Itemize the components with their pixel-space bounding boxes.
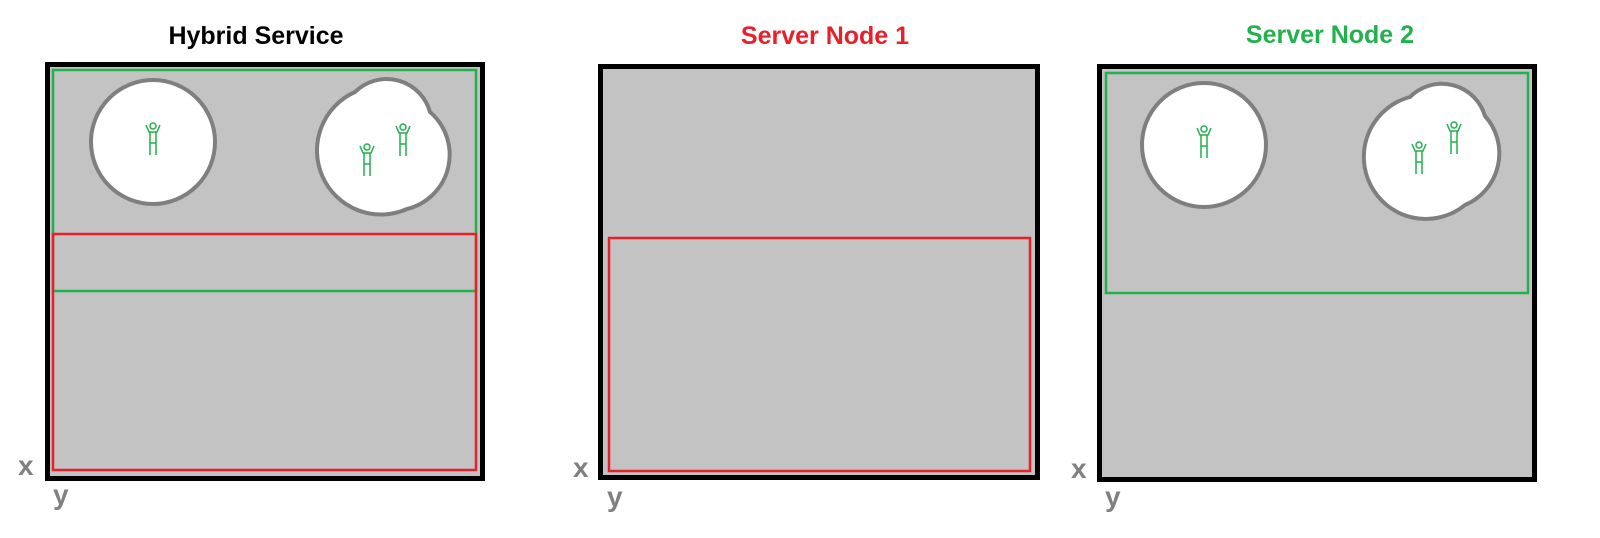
person-icon: [1411, 141, 1427, 174]
axis-label-y: y: [1105, 481, 1121, 512]
player-area-right: [1361, 81, 1502, 221]
panel-server-node-1: [598, 64, 1040, 480]
panel-title-server-node-1: Server Node 1: [740, 22, 910, 50]
panel-server-node-2: [1097, 64, 1537, 482]
player-area-left: [89, 78, 217, 206]
axis-label-x: x: [18, 450, 34, 481]
server-node-2-region: [1104, 71, 1530, 295]
player-area-left: [1140, 81, 1268, 209]
axis-label-y: y: [607, 481, 623, 512]
person-icon: [1196, 125, 1212, 158]
panel-title-server-node-2: Server Node 2: [1245, 21, 1415, 49]
server-node-1-region: [607, 236, 1032, 473]
panel-hybrid-service: [45, 62, 485, 481]
axis-label-y: y: [53, 479, 69, 510]
server-node-1-region: [51, 232, 478, 472]
person-icon: [359, 143, 375, 176]
axis-label-x: x: [1071, 453, 1087, 484]
server-node-2-region: [51, 68, 478, 293]
person-icon: [1446, 121, 1462, 154]
axis-label-x: x: [573, 452, 589, 483]
world-area: [598, 64, 1040, 480]
panel-title-hybrid-service: Hybrid Service: [168, 22, 344, 50]
player-area-right: [315, 77, 452, 217]
person-icon: [145, 122, 161, 155]
person-icon: [395, 123, 411, 156]
